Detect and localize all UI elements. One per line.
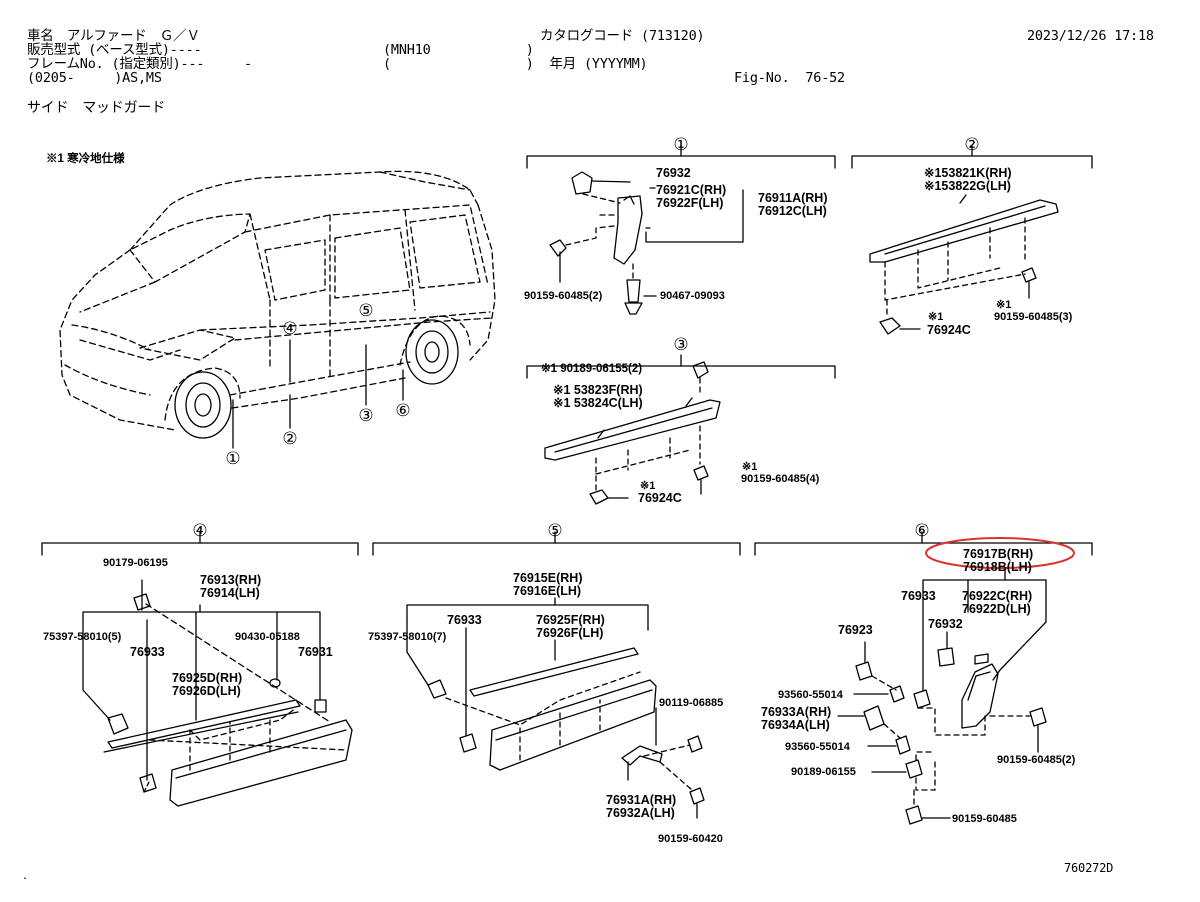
part-label: 93560-55014 — [785, 741, 851, 753]
fig-number: Fig-No. 76-52 — [734, 70, 845, 86]
part-label: 90179-06195 — [103, 557, 168, 569]
corner-mark: . — [22, 871, 28, 882]
part-label: 90159-60485 — [952, 813, 1017, 825]
part-label: 76923 — [838, 623, 873, 637]
callout-3: ③ — [358, 406, 373, 426]
part-label: 76926D(LH) — [172, 684, 241, 698]
part-label: 90159-60485(4) — [741, 473, 820, 485]
part-label-highlighted: 76917B(RH) — [963, 547, 1033, 561]
part-label: 75397-58010(5) — [43, 631, 122, 643]
part-label: 76915E(RH) — [513, 571, 582, 585]
van-illustration — [59, 170, 496, 449]
page-title: サイド マッドガード — [27, 100, 165, 116]
part-label: 76931 — [298, 645, 333, 659]
part-label: ※1 — [928, 311, 943, 323]
part-label: 90159-60485(2) — [524, 290, 603, 302]
part-label: ※1 53824C(LH) — [553, 396, 643, 410]
part-label: 90467-09093 — [660, 290, 725, 302]
part-label: ※1 — [996, 299, 1011, 311]
part-label: 76932A(LH) — [606, 806, 675, 820]
part-label: 76933 — [130, 645, 165, 659]
callout-1: ① — [225, 449, 240, 469]
part-label: 76918B(LH) — [963, 560, 1032, 574]
vehicle-name: 車名 アルファード Ｇ／Ｖ — [27, 28, 200, 44]
part-label: 76933 — [901, 589, 936, 603]
part-label: ※153822G(LH) — [924, 179, 1011, 193]
section-1-header: ① — [673, 135, 688, 155]
section-3-header: ③ — [673, 335, 688, 355]
part-label: 93560-55014 — [778, 689, 844, 701]
section-5-header: ⑤ — [547, 521, 562, 541]
part-label: 76912C(LH) — [758, 204, 827, 218]
part-label: 90119-06885 — [659, 697, 723, 709]
catalog-code: カタログコード (713120) — [540, 28, 705, 44]
part-label: 76926F(LH) — [536, 626, 603, 640]
part-label: 76932 — [656, 166, 691, 180]
part-label: 76922D(LH) — [962, 602, 1031, 616]
part-label: 76913(RH) — [200, 573, 261, 587]
section-2-header: ② — [964, 135, 979, 155]
part-label: 76925F(RH) — [536, 613, 605, 627]
part-label: 75397-58010(7) — [368, 631, 447, 643]
part-label: ※1 — [640, 480, 655, 492]
part-label: 76925D(RH) — [172, 671, 242, 685]
part-label: 90189-06155 — [791, 766, 856, 778]
highlight-ellipse — [925, 537, 1075, 569]
model-code: (MNH10 ) — [383, 42, 534, 58]
callout-5: ⑤ — [358, 301, 373, 321]
part-label: 76921C(RH) — [656, 183, 726, 197]
callout-6: ⑥ — [395, 401, 410, 421]
part-label: 76924C — [638, 491, 682, 505]
section-6-header: ⑥ — [914, 521, 929, 541]
part-label: ※1 53823F(RH) — [553, 383, 643, 397]
part-label: 76924C — [927, 323, 971, 337]
callout-2: ② — [282, 429, 297, 449]
part-label: ※1 90189-06155(2) — [541, 362, 642, 375]
part-label: 90159-60420 — [658, 833, 723, 845]
callout-4: ④ — [282, 319, 297, 339]
part-label: ※1 — [742, 461, 757, 473]
section-4-header: ④ — [192, 521, 207, 541]
part-label: 90159-60485(2) — [997, 754, 1076, 766]
cold-region-note: ※1 寒冷地仕様 — [46, 153, 125, 165]
part-label: 76932 — [928, 617, 963, 631]
part-label: 90430-05188 — [235, 631, 300, 643]
part-label: 76931A(RH) — [606, 793, 676, 807]
part-label: 76922F(LH) — [656, 196, 723, 210]
sales-model: 販売型式 (ベース型式)---- — [27, 42, 202, 58]
part-label: 76911A(RH) — [758, 191, 827, 205]
part-label: 76922C(RH) — [962, 589, 1032, 603]
part-label: 90159-60485(3) — [994, 311, 1073, 323]
year-month: ( ) 年月 (YYYYMM) — [383, 56, 648, 72]
part-label: ※153821K(RH) — [924, 166, 1012, 180]
illustration-code: 760272D — [1064, 861, 1114, 875]
production-range: (0205- )AS,MS — [27, 70, 162, 86]
part-label: 76933 — [447, 613, 482, 627]
frame-number: フレームNo. (指定類別)--- - — [27, 56, 252, 72]
part-label: 76916E(LH) — [513, 584, 581, 598]
part-label: 76914(LH) — [200, 586, 260, 600]
print-timestamp: 2023/12/26 17:18 — [1027, 28, 1154, 44]
part-label: 76934A(LH) — [761, 718, 830, 732]
part-label: 76933A(RH) — [761, 705, 831, 719]
